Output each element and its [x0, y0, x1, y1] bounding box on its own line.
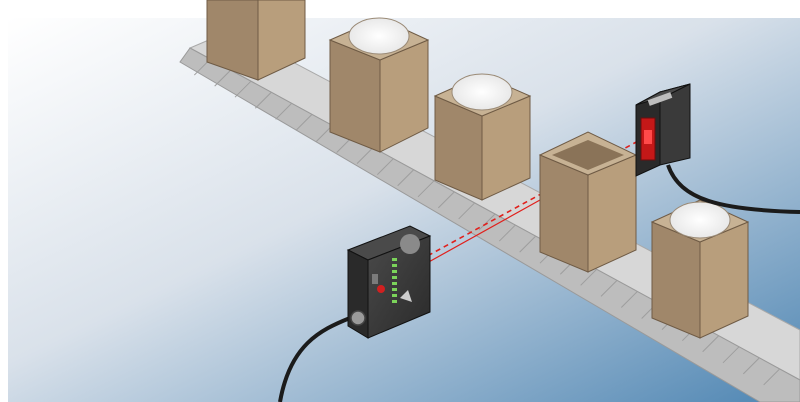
bar-led-column: [392, 258, 397, 303]
conveyor-slat-line: [458, 202, 476, 220]
receiver-logo-badge: [400, 234, 420, 254]
conveyor-slat-line: [478, 213, 496, 231]
box-2-lid: [348, 17, 410, 55]
bar-led: [392, 288, 397, 291]
bar-led: [392, 282, 397, 285]
warning-triangle-icon: [400, 290, 412, 302]
bar-led: [392, 294, 397, 297]
box-2: [328, 17, 430, 153]
box-5-lid: [669, 201, 731, 239]
conveyor-slat-line: [417, 180, 435, 198]
box-4-opening: [552, 140, 624, 170]
bar-led: [392, 264, 397, 267]
conveyor-slat-line: [519, 235, 537, 253]
conveyor-slat-line: [295, 114, 313, 131]
status-led-indicator: [372, 274, 378, 284]
conveyor-slat-line: [600, 280, 618, 297]
bar-led: [392, 270, 397, 273]
box-1: [206, 0, 306, 81]
conveyor-slat-line: [214, 69, 232, 87]
conveyor-slat-line: [356, 147, 374, 164]
box-4: [538, 131, 638, 273]
conveyor-slat-line: [763, 368, 781, 386]
conveyor-slat-line: [437, 191, 455, 209]
receiver-cable: [278, 316, 351, 402]
bar-led: [392, 258, 397, 261]
conveyor-slat-line: [234, 80, 252, 98]
conveyor-slat-line: [498, 224, 516, 242]
conveyor-slat-line: [722, 346, 740, 364]
bar-led: [392, 300, 397, 303]
bar-led: [392, 276, 397, 279]
conveyor-slat-line: [702, 335, 720, 353]
emitter-cable: [666, 164, 800, 214]
laser-receiver-controller: [278, 225, 432, 402]
box-3-lid: [451, 73, 513, 111]
laser-emitter-sensor: [635, 83, 800, 214]
box-5: [650, 199, 750, 339]
background-top-border: [0, 0, 800, 18]
status-led-red: [377, 285, 385, 293]
conveyor-slat-line: [620, 291, 638, 308]
emitter-label-strip: [647, 92, 673, 106]
conveyor-slat-line: [397, 169, 415, 187]
conveyor-slat-line: [580, 268, 598, 286]
connector-plug: [350, 310, 366, 326]
conveyor-slat-line: [275, 102, 293, 120]
conveyor-slat-line: [742, 357, 760, 375]
conveyor-slat-line: [376, 158, 394, 176]
box-3: [433, 73, 532, 201]
conveyor-slat-line: [254, 91, 272, 109]
